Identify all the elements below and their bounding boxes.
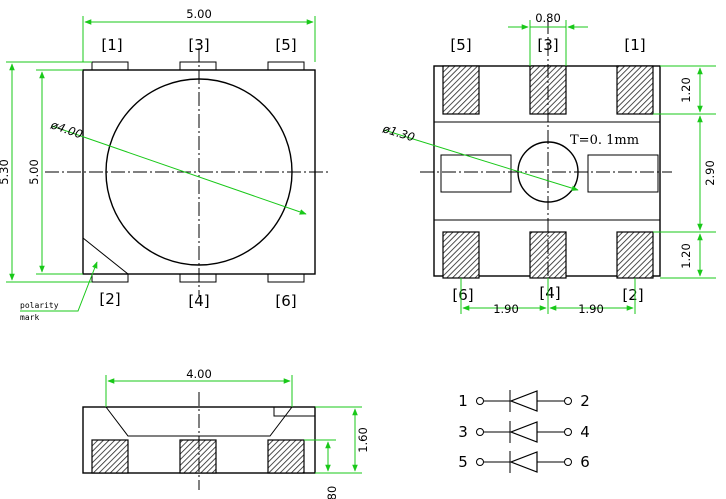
schematic-row-3: 5 6 (458, 451, 590, 473)
schematic-pin-5: 5 (458, 453, 468, 471)
bottom-view-label-5: [5] (450, 36, 471, 54)
hole-diameter-label: ø1.30 (380, 121, 416, 144)
schematic-pin-2: 2 (580, 392, 590, 410)
schematic-row-2: 3 4 (458, 421, 590, 443)
thickness-note: T=0. 1mm (570, 133, 639, 148)
schematic-terminal (564, 397, 572, 405)
bottom-view-label-2: [2] (622, 286, 643, 304)
lens-diameter-leader (51, 125, 307, 215)
top-view-label-6: [6] (275, 292, 296, 310)
top-view-pin-2 (91, 273, 129, 283)
top-view-label-2: [2] (99, 290, 120, 308)
pad-height-top-dim-label: 1.20 (679, 77, 693, 103)
side-height-dim-label: 1.60 (356, 427, 370, 453)
schematic-terminal (476, 458, 484, 466)
polarity-leader (20, 261, 98, 312)
pad-width-dim-label: 0.80 (535, 11, 561, 25)
bottom-view-label-3: [3] (537, 36, 558, 54)
top-view-pin-5 (267, 61, 305, 71)
bottom-slot-left (440, 154, 512, 193)
bottom-view-label-6: [6] (452, 286, 473, 304)
bottom-view: ø1.30 T=0. 1mm 0.80 1.20 2.90 1.20 [5] [… (380, 11, 717, 316)
top-view: ø4.00 5.00 5.30 5.00 [1] [3] [5] [2] [4]… (0, 7, 330, 322)
side-view-notch (273, 407, 315, 417)
diode-icon (509, 421, 538, 443)
schematic-terminal (476, 428, 484, 436)
side-pad-left (91, 439, 129, 474)
diode-icon (509, 390, 538, 412)
schematic-terminal (564, 428, 572, 436)
schematic: 1 2 3 4 5 6 (458, 390, 590, 473)
side-pad-dim-label: 80 (325, 486, 339, 499)
side-view: 4.00 1.60 80 (82, 367, 370, 499)
polarity-chamfer (82, 237, 129, 275)
bottom-view-label-1: [1] (624, 36, 645, 54)
top-width-dim-label: 5.00 (186, 7, 212, 21)
diode-icon (509, 451, 538, 473)
middle-dim-label: 2.90 (703, 160, 717, 186)
lens-diameter-label: ø4.00 (48, 117, 84, 141)
bottom-pad-2 (616, 231, 654, 279)
side-width-dim-label: 4.00 (186, 367, 212, 381)
schematic-pin-1: 1 (458, 392, 468, 410)
side-pad-right (267, 439, 305, 474)
top-view-pin-6 (267, 273, 305, 283)
bottom-slot-right (587, 154, 659, 193)
hole-diameter-leader (383, 129, 579, 191)
top-view-pin-3 (179, 61, 217, 71)
bottom-view-label-4: [4] (539, 284, 560, 302)
side-pad-middle (179, 439, 217, 474)
top-view-label-5: [5] (275, 36, 296, 54)
top-view-label-3: [3] (188, 36, 209, 54)
schematic-terminal (564, 458, 572, 466)
pitch-left-dim-label: 1.90 (493, 302, 519, 316)
top-view-pin-1 (91, 61, 129, 71)
polarity-label: polarity (20, 301, 59, 310)
pad-height-bottom-dim-label: 1.20 (679, 243, 693, 269)
top-inner-dim-label: 5.00 (27, 159, 41, 185)
schematic-row-1: 1 2 (458, 390, 590, 412)
schematic-pin-3: 3 (458, 423, 468, 441)
bottom-pad-6 (442, 231, 480, 279)
schematic-pin-6: 6 (580, 453, 590, 471)
top-view-label-4: [4] (188, 292, 209, 310)
pitch-right-dim-label: 1.90 (578, 302, 604, 316)
bottom-pad-5 (442, 65, 480, 115)
polarity-label-mark: mark (20, 313, 39, 322)
top-outer-dim-label: 5.30 (0, 159, 11, 185)
schematic-terminal (476, 397, 484, 405)
bottom-pad-1 (616, 65, 654, 115)
top-view-label-1: [1] (101, 36, 122, 54)
schematic-pin-4: 4 (580, 423, 590, 441)
top-view-pin-4 (179, 273, 217, 283)
